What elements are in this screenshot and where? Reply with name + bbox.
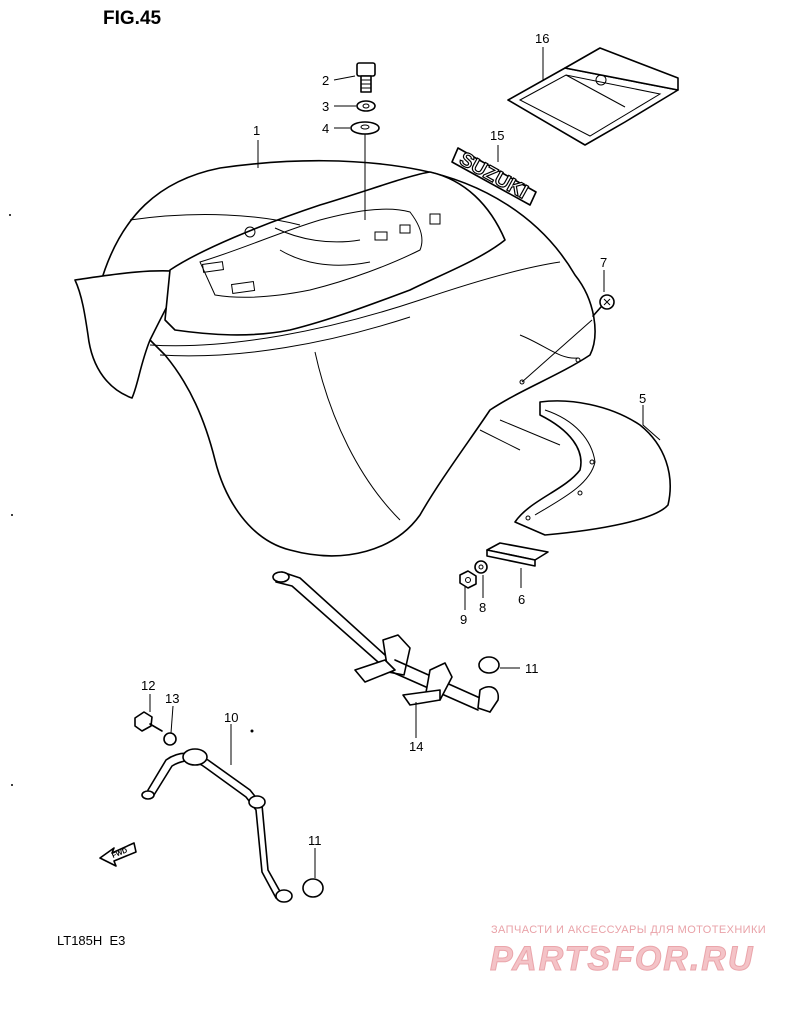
screw-7	[592, 294, 615, 317]
callout-14: 14	[409, 739, 423, 754]
callout-11-upper: 11	[525, 661, 539, 676]
callout-10: 10	[224, 710, 238, 725]
callout-8: 8	[479, 600, 486, 615]
fender-brace-10	[141, 748, 293, 903]
fender-bracket-14	[272, 571, 500, 713]
callout-labels: 1 2 3 4 5 6 7 8 9 10 11 11 12 13 14 15 1…	[141, 31, 646, 848]
callout-9: 9	[460, 612, 467, 627]
cap-11-lower	[302, 878, 324, 898]
fwd-arrow-icon: FWD	[99, 842, 137, 867]
cushion-washer-4	[350, 121, 380, 135]
watermark: ЗАПЧАСТИ И АКСЕССУАРЫ ДЛЯ МОТОТЕХНИКИ PA…	[490, 924, 766, 979]
callout-1: 1	[253, 123, 260, 138]
callout-13: 13	[165, 691, 179, 706]
callout-5: 5	[639, 391, 646, 406]
rear-fender	[74, 159, 596, 557]
callout-2: 2	[322, 73, 329, 88]
bolt-12	[134, 711, 163, 732]
callout-3: 3	[322, 99, 329, 114]
model-label: LT185H E3	[57, 933, 125, 948]
nut-9	[459, 570, 477, 589]
flap-plate-6	[486, 542, 549, 567]
watermark-brand: PARTSFOR.RU	[490, 940, 754, 978]
watermark-tagline: ЗАПЧАСТИ И АКСЕССУАРЫ ДЛЯ МОТОТЕХНИКИ	[491, 924, 766, 936]
bolt-2	[356, 62, 376, 93]
callout-11-lower: 11	[308, 833, 322, 848]
callout-15: 15	[490, 128, 504, 143]
mud-flap-5	[514, 400, 671, 536]
leader-lines	[149, 47, 661, 878]
fender-left-lip	[74, 270, 186, 399]
callout-12: 12	[141, 678, 155, 693]
reflector-plate-16	[507, 47, 679, 146]
washer-3	[356, 100, 376, 112]
fender-deck	[164, 171, 506, 336]
callout-7: 7	[600, 255, 607, 270]
washer-13	[163, 732, 177, 746]
cap-11-upper	[478, 656, 500, 674]
washer-8	[474, 560, 488, 574]
figure-title: FIG.45	[103, 8, 162, 29]
callout-4: 4	[322, 121, 329, 136]
callout-6: 6	[518, 592, 525, 607]
callout-16: 16	[535, 31, 549, 46]
